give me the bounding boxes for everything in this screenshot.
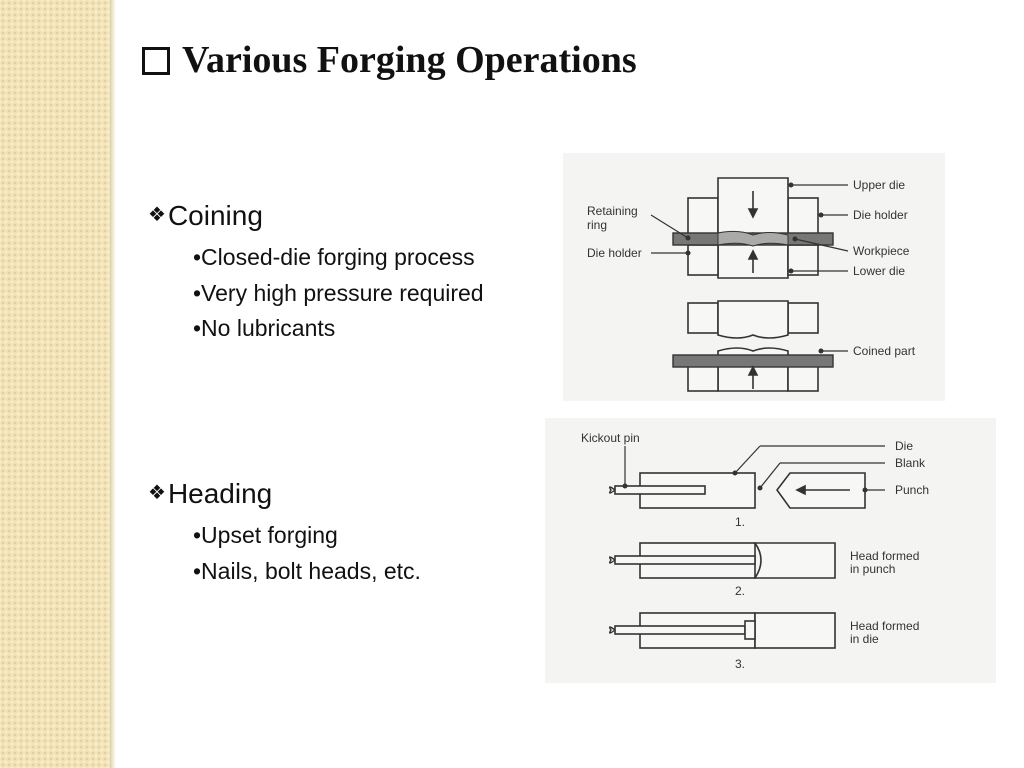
- slide-title-text: Various Forging Operations: [182, 39, 637, 81]
- label-retaining-ring-2: ring: [587, 218, 607, 232]
- die-holder-right-shape: [787, 197, 819, 239]
- label-step-3: 3.: [735, 657, 745, 671]
- bullet-item: •Upset forging: [193, 522, 338, 548]
- section-heading-text: Coining: [167, 200, 263, 231]
- label-step-2: 2.: [735, 584, 745, 598]
- diamond-bullet-icon: ❖: [148, 481, 166, 504]
- label-blank: Blank: [895, 456, 926, 470]
- section-heading-coining: ❖ Coining: [148, 200, 263, 232]
- sidebar-edge: [110, 0, 116, 768]
- label-kickout-pin: Kickout pin: [581, 431, 640, 445]
- bullet-item: •No lubricants: [193, 315, 336, 341]
- label-punch: Punch: [895, 483, 929, 497]
- heading-diagram: Kickout pin Die Blank Punch 1. Head form…: [545, 418, 996, 683]
- label-die-holder-right: Die holder: [853, 208, 908, 222]
- section-heading-heading: ❖ Heading: [148, 478, 272, 510]
- label-head-punch-2: in punch: [850, 562, 895, 576]
- bullet-item: •Nails, bolt heads, etc.: [193, 558, 421, 584]
- label-retaining-ring: Retaining: [587, 204, 638, 218]
- label-workpiece: Workpiece: [853, 244, 910, 258]
- label-die: Die: [895, 439, 913, 453]
- label-upper-die: Upper die: [853, 178, 905, 192]
- decorative-sidebar: [0, 0, 110, 768]
- bullet-item: •Closed-die forging process: [193, 244, 475, 270]
- bullet-item: •Very high pressure required: [193, 280, 484, 306]
- label-die-holder-left: Die holder: [587, 246, 642, 260]
- label-coined-part: Coined part: [853, 344, 916, 358]
- die-holder-left-shape: [687, 197, 719, 239]
- checkbox-bullet-icon: [142, 47, 170, 75]
- label-head-punch-1: Head formed: [850, 549, 919, 563]
- label-head-die-2: in die: [850, 632, 879, 646]
- slide-title: Various Forging Operations: [142, 38, 637, 82]
- diamond-bullet-icon: ❖: [148, 203, 166, 226]
- coining-diagram: Upper die Die holder Retaining ring Die …: [563, 153, 945, 401]
- section-heading-text: Heading: [167, 478, 273, 509]
- label-head-die-1: Head formed: [850, 619, 919, 633]
- label-lower-die: Lower die: [853, 264, 905, 278]
- label-step-1: 1.: [735, 515, 745, 529]
